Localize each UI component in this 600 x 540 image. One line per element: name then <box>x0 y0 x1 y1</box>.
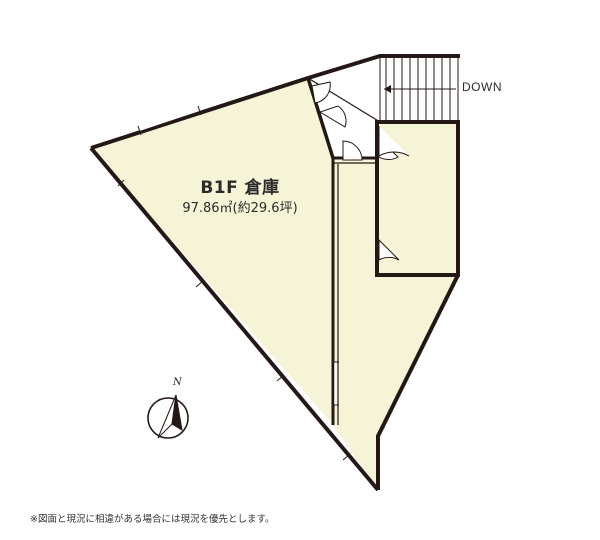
window-marks <box>139 109 346 463</box>
window-ticks <box>117 105 351 461</box>
door-swing-icon <box>311 81 410 261</box>
stair-direction-label: DOWN <box>462 80 502 94</box>
corridor-floor <box>333 158 458 490</box>
inner-room-walls <box>375 120 460 277</box>
stair-arrow-icon <box>384 85 456 93</box>
room-area: 97.86㎡(約29.6坪) <box>182 201 298 216</box>
north-label: N <box>173 377 182 388</box>
disclaimer-footnote: ※図面と現況に相違がある場合には現況を優先とします。 <box>30 514 275 525</box>
compass-north-icon <box>147 394 189 439</box>
storage-floor <box>91 78 333 425</box>
room-title: B1F 倉庫 <box>200 178 280 198</box>
